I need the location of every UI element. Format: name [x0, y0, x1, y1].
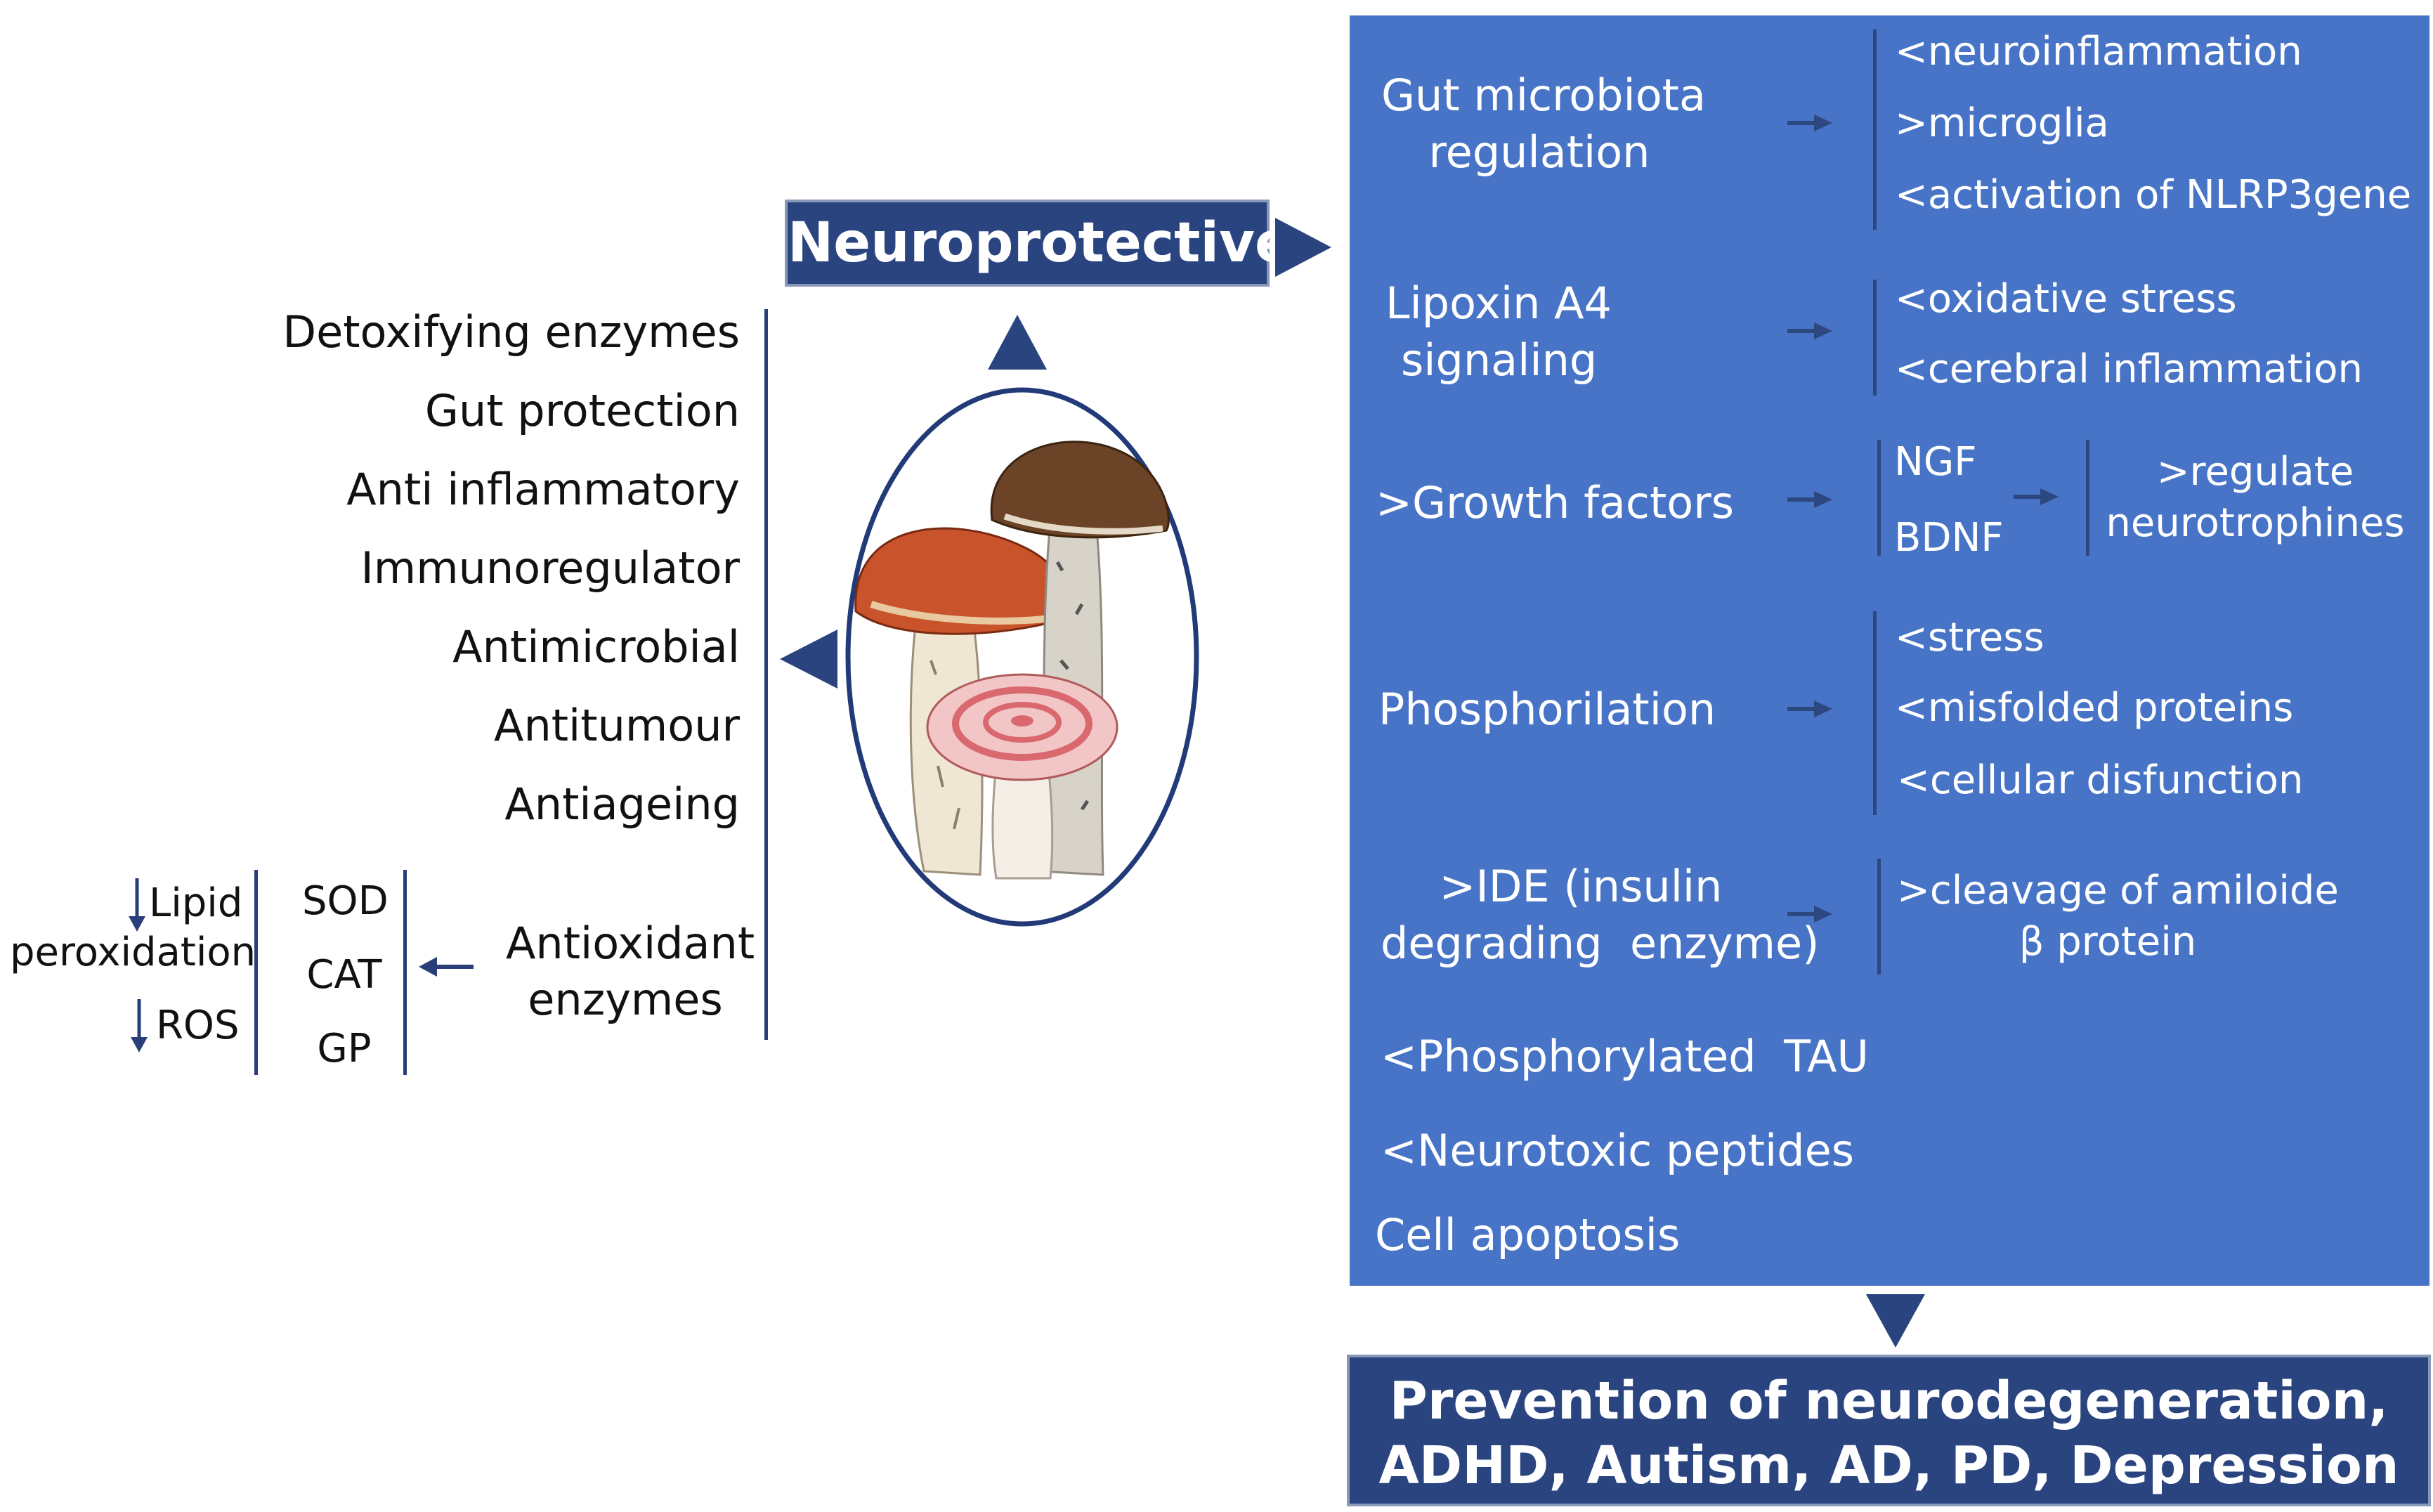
- property-antiageing: Antiageing: [504, 778, 740, 830]
- growth-bracket-line: [1877, 440, 1881, 556]
- growth-result-bracket-line: [2086, 440, 2089, 556]
- growth-result: >regulate neurotrophines: [2101, 447, 2410, 549]
- arrow-up-icon: [988, 315, 1047, 370]
- property-bracket-line: [764, 309, 768, 1040]
- arrow-down-icon: [1866, 1294, 1925, 1348]
- antioxidant-line1: Antioxidant: [506, 918, 755, 969]
- mechanism-phosphorylated-tau: <Phosphorylated TAU: [1381, 1031, 1869, 1082]
- lipoxin-effect-1: <oxidative stress: [1895, 276, 2237, 322]
- ide-effect-line2: β protein: [2018, 918, 2197, 965]
- growth-result-line1: >regulate: [2156, 449, 2354, 495]
- arrow-down-icon: [131, 999, 148, 1052]
- lipoxin-effect-2: <cerebral inflammation: [1895, 346, 2363, 392]
- mechanism-neurotoxic-peptides: <Neurotoxic peptides: [1381, 1125, 1855, 1176]
- property-immunoregulator: Immunoregulator: [360, 542, 740, 594]
- mechanism-ide: >IDE (insulin degrading enzyme): [1381, 859, 1820, 972]
- mechanism-growth-factors: >Growth factors: [1376, 477, 1735, 528]
- mechanism-phosphorilation: Phosphorilation: [1378, 684, 1716, 735]
- antioxidant-line2: enzymes: [528, 974, 723, 1025]
- antioxidant-enzymes-label: Antioxidant enzymes: [506, 918, 755, 1025]
- enzyme-sod: SOD: [302, 878, 389, 924]
- mechanisms-panel: [1350, 15, 2429, 1286]
- gut-line1: Gut microbiota: [1381, 70, 1706, 121]
- neuroprotective-box: Neuroprotective: [785, 200, 1292, 287]
- property-antitumour: Antitumour: [494, 700, 740, 751]
- ide-effect: >cleavage of amiloide β protein: [1897, 866, 2339, 968]
- phos-effect-2: <misfolded proteins: [1895, 685, 2294, 731]
- effect-lipid: Lipid: [149, 880, 243, 926]
- lipoxin-line2: signaling: [1401, 334, 1598, 386]
- property-antimicrobial: Antimicrobial: [452, 621, 740, 672]
- effect-bracket-line: [254, 870, 258, 1075]
- mechanism-gut-microbiota: Gut microbiota regulation: [1381, 67, 1706, 181]
- arrow-right-icon: [2014, 488, 2059, 505]
- gut-effect-1: <neuroinflammation: [1895, 29, 2302, 74]
- ide-bracket-line: [1877, 859, 1881, 975]
- ide-line1: >IDE (insulin: [1439, 861, 1723, 912]
- phos-effect-3: <cellular disfunction: [1897, 757, 2304, 803]
- gut-effect-3: <activation of NLRP3gene: [1895, 172, 2412, 218]
- arrow-right-icon: [1787, 906, 1832, 923]
- outcome-line1: Prevention of neurodegeneration,: [1389, 1371, 2389, 1431]
- growth-result-line2: neurotrophines: [2106, 500, 2405, 546]
- arrow-right-icon: [1787, 115, 1832, 131]
- arrow-right-icon: [1275, 218, 1331, 277]
- gut-effect-2: >microglia: [1895, 100, 2109, 146]
- ide-line2: degrading enzyme): [1381, 917, 1820, 969]
- neuroprotective-label: Neuroprotective: [788, 211, 1292, 275]
- arrow-right-icon: [1787, 491, 1832, 508]
- effect-ros: ROS: [156, 1003, 240, 1048]
- arrow-left-icon: [419, 957, 474, 977]
- gut-bracket-line: [1873, 30, 1877, 230]
- phos-bracket-line: [1873, 611, 1877, 815]
- lipoxin-line1: Lipoxin A4: [1385, 278, 1612, 329]
- lipoxin-bracket-line: [1873, 280, 1877, 396]
- enzyme-cat: CAT: [306, 952, 382, 998]
- enzyme-gp: GP: [317, 1026, 372, 1071]
- effect-peroxidation: peroxidation: [10, 930, 256, 975]
- mushroom-illustration: [845, 387, 1199, 927]
- arrow-right-icon: [1787, 700, 1832, 717]
- phos-effect-1: <stress: [1895, 615, 2044, 660]
- outcome-line2: ADHD, Autism, AD, PD, Depression: [1378, 1435, 2399, 1496]
- property-detoxifying-enzymes: Detoxifying enzymes: [282, 306, 740, 358]
- enzyme-bracket-line: [403, 870, 407, 1075]
- mechanism-lipoxin: Lipoxin A4 signaling: [1385, 275, 1612, 389]
- arrow-down-icon: [129, 878, 145, 932]
- outcome-box: Prevention of neurodegeneration, ADHD, A…: [1347, 1355, 2431, 1506]
- arrow-right-icon: [1787, 322, 1832, 339]
- property-gut-protection: Gut protection: [424, 385, 740, 436]
- growth-factor-ngf: NGF: [1894, 439, 1977, 485]
- arrow-left-icon: [780, 630, 837, 689]
- growth-factor-bdnf: BDNF: [1894, 515, 2004, 561]
- mechanism-cell-apoptosis: Cell apoptosis: [1375, 1209, 1681, 1260]
- ide-effect-line1: >cleavage of amiloide: [1897, 868, 2339, 913]
- property-anti-inflammatory: Anti inflammatory: [346, 464, 740, 515]
- gut-line2: regulation: [1428, 126, 1650, 178]
